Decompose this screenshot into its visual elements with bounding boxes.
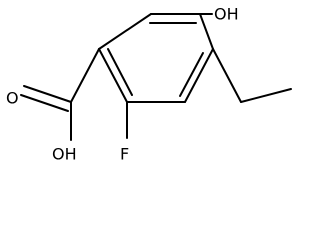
double-bond-inner-right (179, 52, 204, 97)
carbonyl-oxygen-label: O (6, 89, 19, 108)
bond-ring-lower-right (184, 48, 214, 103)
bond-ethyl-2 (240, 88, 292, 103)
benzene-ring (98, 13, 214, 103)
molecule-drawing: OH F O OH (6, 5, 292, 164)
bond-carbonyl-a (23, 85, 72, 103)
bond-carbonyl-b (20, 94, 69, 112)
fluorine-label: F (120, 145, 129, 164)
bond-to-carboxyl (70, 48, 100, 103)
hydroxyl-label: OH (214, 5, 239, 24)
double-bond-inner-left (107, 48, 133, 96)
bond-ethyl-1 (212, 48, 242, 103)
bond-ring-upper-right (199, 13, 214, 50)
bond-ring-lower-left (98, 48, 128, 103)
bond-ring-upper-left (98, 13, 152, 50)
acid-hydroxyl-label: OH (52, 145, 77, 164)
structure-diagram: OH F O OH (6, 5, 292, 164)
